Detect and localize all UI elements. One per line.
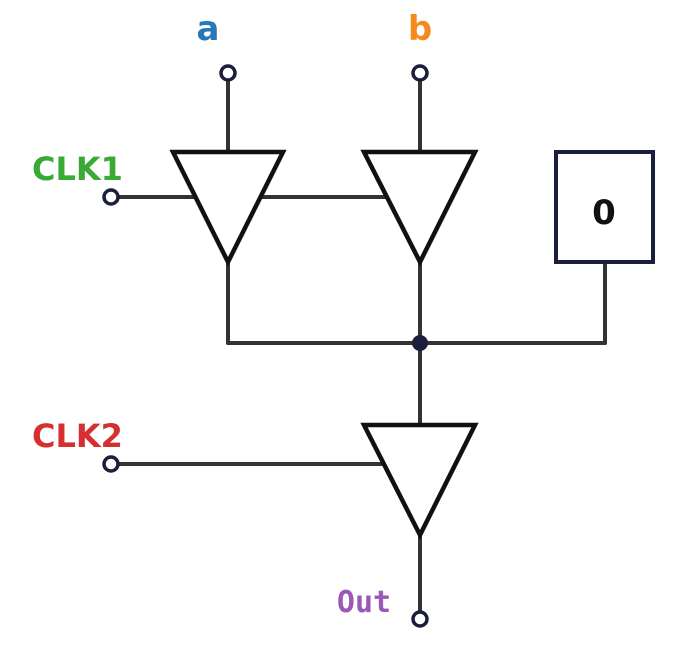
- constant-zero-box: [554, 150, 655, 264]
- pin-clk1[interactable]: [102, 188, 120, 206]
- pin-clk2[interactable]: [102, 455, 120, 473]
- bus-junction-dot: [412, 335, 428, 351]
- buffer-b: [360, 149, 479, 267]
- pin-b[interactable]: [411, 64, 429, 82]
- buffer-out: [360, 422, 479, 540]
- pin-a[interactable]: [219, 64, 237, 82]
- label-a: a: [197, 9, 220, 49]
- label-out: Out: [337, 585, 391, 620]
- label-b: b: [408, 9, 432, 49]
- label-clk1: CLK1: [32, 150, 123, 188]
- pin-out[interactable]: [411, 610, 429, 628]
- label-clk2: CLK2: [32, 417, 123, 455]
- constant-zero-value: 0: [592, 193, 616, 233]
- buffer-a: [169, 149, 287, 268]
